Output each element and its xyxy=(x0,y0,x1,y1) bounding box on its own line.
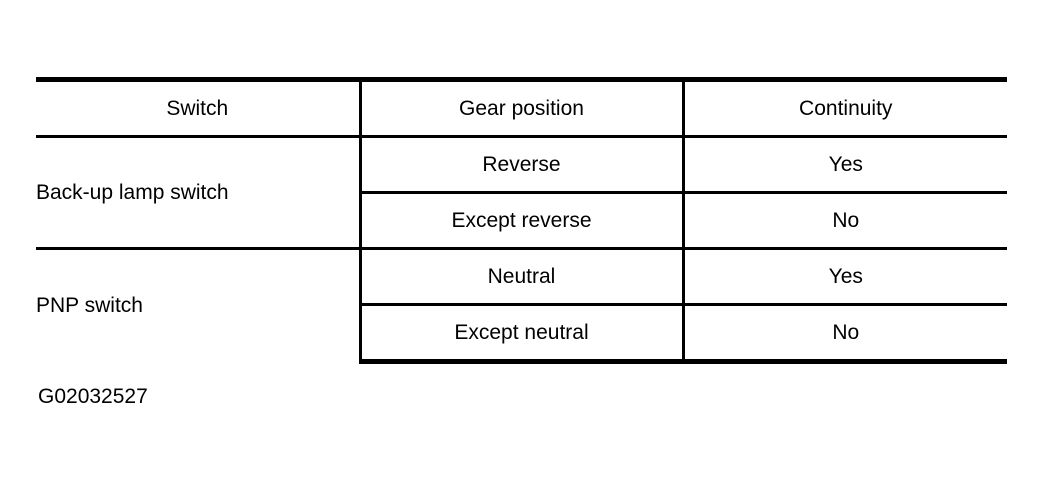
cell-gear-position: Except neutral xyxy=(360,303,685,364)
group-label-pnp-switch: PNP switch xyxy=(36,247,362,362)
switch-continuity-table: Switch Gear position Continuity Back-up … xyxy=(36,77,1007,364)
cell-continuity: Yes xyxy=(683,135,1007,193)
cell-continuity: No xyxy=(683,303,1007,364)
table-row: PNP switch Neutral Yes xyxy=(36,247,1007,362)
cell-gear-position: Except reverse xyxy=(360,191,685,249)
column-header-continuity: Continuity xyxy=(683,77,1007,137)
column-header-gear-position: Gear position xyxy=(360,77,685,137)
table-row: Back-up lamp switch Reverse Yes xyxy=(36,135,1007,249)
cell-continuity: Yes xyxy=(683,247,1007,305)
table-header-row: Switch Gear position Continuity xyxy=(36,77,1007,137)
table-row: Except reverse No xyxy=(36,191,1007,249)
cell-continuity: No xyxy=(683,191,1007,249)
table-row: Except neutral No xyxy=(36,303,1007,364)
figure-caption: G02032527 xyxy=(38,385,148,408)
cell-gear-position: Reverse xyxy=(360,135,685,193)
cell-gear-position: Neutral xyxy=(360,247,685,305)
column-header-switch: Switch xyxy=(36,77,362,137)
group-label-back-up-lamp-switch: Back-up lamp switch xyxy=(36,135,362,249)
